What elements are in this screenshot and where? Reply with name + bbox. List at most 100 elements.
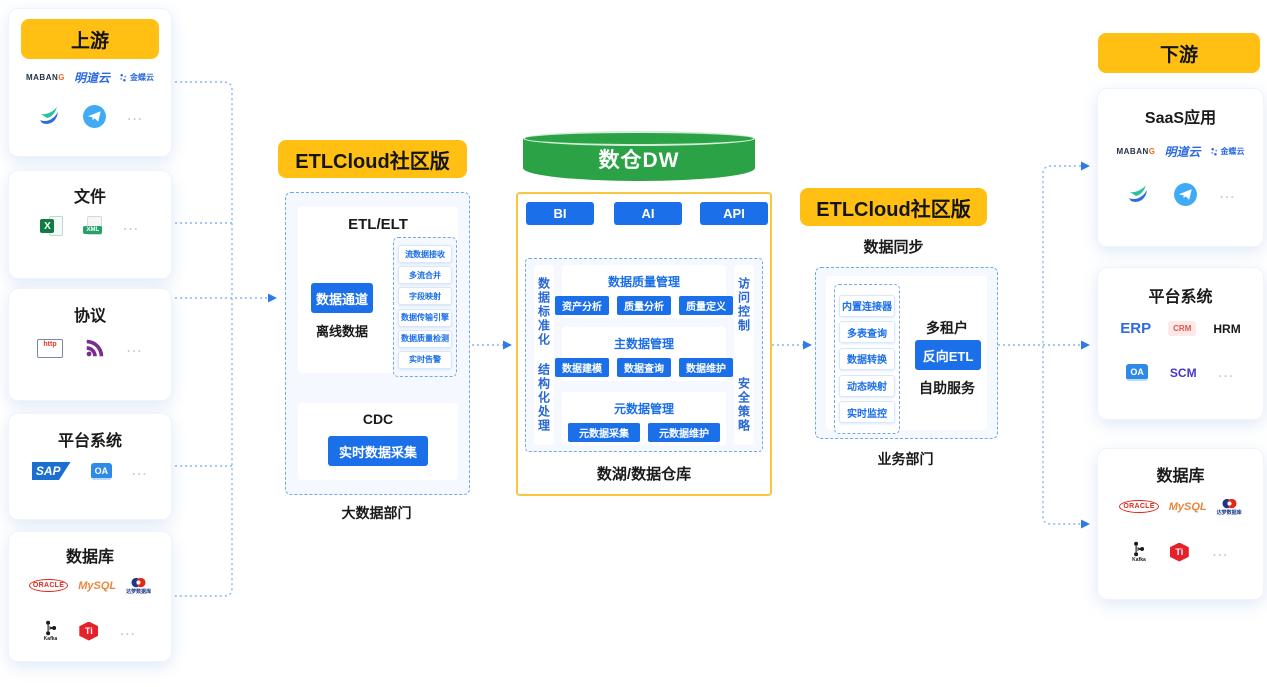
mabang-logo: MABANG [1116,147,1156,156]
ellipsis-icon: ... [126,341,143,355]
etl-feature-pill: 数据质量检测 [398,329,452,348]
data-channel-button: 数据通道 [311,283,373,313]
files-card: 文件 X XML ... [8,170,172,279]
platforms-row-2: OA SCM ... [1098,364,1263,381]
kingdee-dots-icon [120,73,127,82]
ellipsis-icon: ... [123,219,140,233]
dw-governance-box: 数据标准化 结构化处理 访问控制 安全策略 数据质量管理 资产分析 质量分析 质… [525,258,763,452]
quality-analysis-button: 质量分析 [617,296,671,315]
saas-card-title: SaaS应用 [1144,110,1217,127]
saas-card: SaaS应用 MABANG 明道云 金蝶云 ... [1097,88,1264,247]
databases-card-left: 数据库 ORACLE MySQL 达梦数据库 Kafka Ti ... [8,531,172,662]
platforms-card-left: 平台系统 SAP OA ... [8,413,172,520]
sync-feature-pill: 内置连接器 [839,294,895,317]
etlcloud-badge-right: ETLCloud社区版 [800,188,987,226]
swoosh-app-icon [40,107,59,124]
ellipsis-icon: ... [127,109,144,123]
etl-feature-pill: 字段映射 [398,287,452,306]
offline-data-label: 离线数据 [315,324,368,339]
databases-row-2: Kafka Ti ... [1098,541,1263,563]
business-department-label: 业务部门 [877,451,934,467]
dameng-logo: 达梦数据库 [1217,497,1242,516]
saas-icon-row: ... [9,103,171,129]
downstream-badge: 下游 [1098,33,1260,73]
data-maintenance-button: 数据维护 [679,358,733,377]
upstream-badge-label: 上游 [70,30,109,52]
databases-row-2: Kafka Ti ... [9,620,171,642]
oa-logo: OA [1126,364,1148,381]
etl-features-box: 流数据接收 多流合并 字段映射 数据传输引擎 数据质量检测 实时告警 [393,237,457,377]
dameng-logo: 达梦数据库 [126,576,151,595]
realtime-collect-button: 实时数据采集 [328,436,428,466]
data-query-button: 数据查询 [617,358,671,377]
saas-icon-row: ... [1098,181,1263,207]
ellipsis-icon: ... [132,464,149,478]
platforms-card-title: 平台系统 [1148,289,1213,306]
data-sync-label: 数据同步 [863,239,924,256]
databases-card-title: 数据库 [65,549,114,566]
multi-tenant-label: 多租户 [926,320,968,336]
access-control-label: 访问控制 [736,277,751,333]
dw-cylinder-label: 数仓DW [598,149,680,172]
sync-feature-pill: 实时监控 [839,401,895,424]
asset-analysis-button: 资产分析 [555,296,609,315]
dameng-swirl-icon [131,577,146,588]
mabang-logo: MABANG [25,73,65,82]
cdc-title: CDC [362,411,394,427]
data-quality-section: 数据质量管理 资产分析 质量分析 质量定义 [555,265,733,318]
files-icon-row: X XML ... [9,216,171,236]
excel-icon: X [40,216,64,236]
upstream-card: 上游 MABANG 明道云 金蝶云 ... [8,8,172,157]
kafka-logo: Kafka [44,620,57,642]
kingdee-logo: 金蝶云 [119,72,154,83]
tidb-logo: Ti [79,621,99,641]
files-card-title: 文件 [73,189,106,206]
xml-file-icon: XML [83,216,103,236]
etlcloud-badge-right-label: ETLCloud社区版 [816,198,971,221]
security-policy-label: 安全策略 [736,377,751,433]
data-modeling-button: 数据建模 [555,358,609,377]
sync-feature-pill: 动态映射 [839,374,895,397]
etl-feature-pill: 数据传输引擎 [398,308,452,327]
sap-logo: SAP [31,462,71,480]
swoosh-app-icon [1128,185,1147,202]
saas-logo-row: MABANG 明道云 金蝶云 [9,69,171,86]
http-icon: http [36,338,63,358]
etlcloud-badge-left: ETLCloud社区版 [278,140,467,178]
erp-logo: ERP [1120,320,1152,337]
standardization-label: 数据标准化 [536,277,551,347]
rss-feed-icon [86,339,104,357]
saas-logo-row: MABANG 明道云 金蝶云 [1098,143,1263,160]
protocols-icon-row: http ... [9,337,171,359]
downstream-badge-label: 下游 [1159,44,1198,66]
sync-features-box: 内置连接器 多表查询 数据转换 动态映射 实时监控 [834,284,900,434]
bi-button: BI [526,202,594,225]
ellipsis-icon: ... [1219,187,1236,201]
sync-feature-pill: 数据转换 [839,347,895,370]
oa-logo: OA [90,462,113,480]
oracle-logo: ORACLE [28,579,69,592]
dw-left-strip: 数据标准化 结构化处理 [534,265,554,445]
quality-definition-button: 质量定义 [679,296,733,315]
etl-dashed-box: ETL/ELT 数据通道 离线数据 流数据接收 多流合并 字段映射 数据传输引擎… [285,192,470,495]
mingdao-logo: 明道云 [1164,145,1201,159]
mingdao-logo: 明道云 [74,71,111,85]
dameng-swirl-icon [1222,498,1237,509]
mysql-logo: MySQL [1168,500,1207,513]
paper-plane-app-icon [1174,182,1197,206]
dw-box: BI AI API 数据标准化 结构化处理 访问控制 安全策略 数据质量管理 资… [516,192,772,496]
bigdata-department-label: 大数据部门 [341,505,412,521]
upstream-badge: 上游 [21,19,159,59]
data-quality-title: 数据质量管理 [607,275,680,289]
ellipsis-icon: ... [1212,545,1229,559]
dw-cylinder-top [523,131,755,146]
sync-dashed-box: 内置连接器 多表查询 数据转换 动态映射 实时监控 多租户 反向ETL 自助服务 [815,267,998,439]
master-data-section: 主数据管理 数据建模 数据查询 数据维护 [555,327,733,381]
etl-feature-pill: 实时告警 [398,350,452,369]
metadata-section: 元数据管理 元数据采集 元数据维护 [562,392,726,445]
hrm-logo: HRM [1213,321,1241,336]
etl-elt-box: ETL/ELT 数据通道 离线数据 流数据接收 多流合并 字段映射 数据传输引擎… [298,207,458,377]
crm-logo: CRM [1168,321,1197,336]
platforms-icon-row: SAP OA ... [9,462,171,480]
